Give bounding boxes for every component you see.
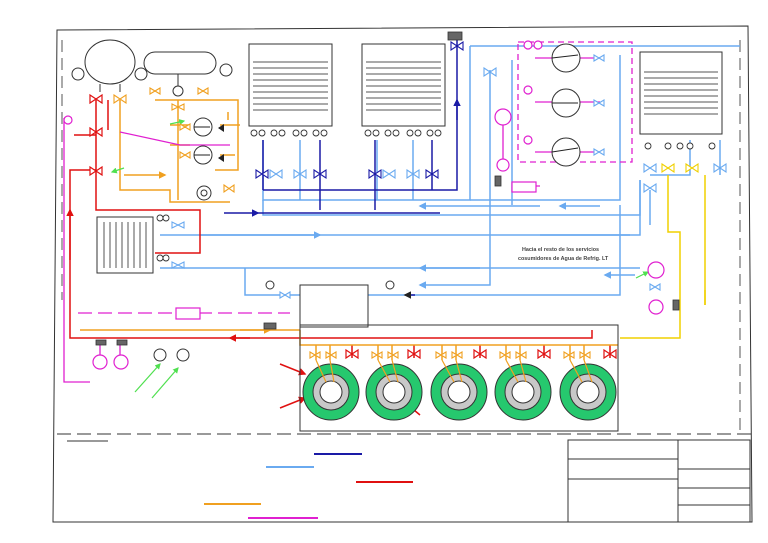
yellow-valves <box>661 162 699 174</box>
expansion-tank <box>71 39 233 97</box>
engine-block <box>299 324 619 432</box>
title-block <box>567 439 751 523</box>
magenta-instruments <box>63 40 665 370</box>
drawing-frame <box>52 25 753 523</box>
exchanger-plates <box>103 61 718 268</box>
green-arrows <box>110 119 650 399</box>
gauges <box>156 129 716 262</box>
note-line-1: Hacia el resto de los servicios <box>522 247 599 253</box>
pump-impellers <box>194 54 579 156</box>
magenta-lines <box>63 41 633 383</box>
legend <box>67 440 413 519</box>
note-line-2: cosumidores de Agua de Refrig. LT <box>518 256 609 262</box>
blue-valves <box>255 40 464 180</box>
orange-valves <box>113 87 591 359</box>
red-valves <box>89 93 617 360</box>
cylinder-connections <box>315 359 593 383</box>
purifier-box <box>299 284 369 328</box>
light-blue-lines <box>160 45 740 296</box>
light-blue-valves <box>171 54 727 299</box>
black-check-valves <box>218 124 224 162</box>
grey-filters <box>95 31 680 346</box>
yellow-lines <box>620 175 706 339</box>
blue-lines <box>224 40 461 299</box>
engine-cylinders <box>302 363 617 421</box>
note: Hacia el resto de los servicios cosumido… <box>518 247 609 262</box>
heat-exchangers <box>96 43 723 274</box>
